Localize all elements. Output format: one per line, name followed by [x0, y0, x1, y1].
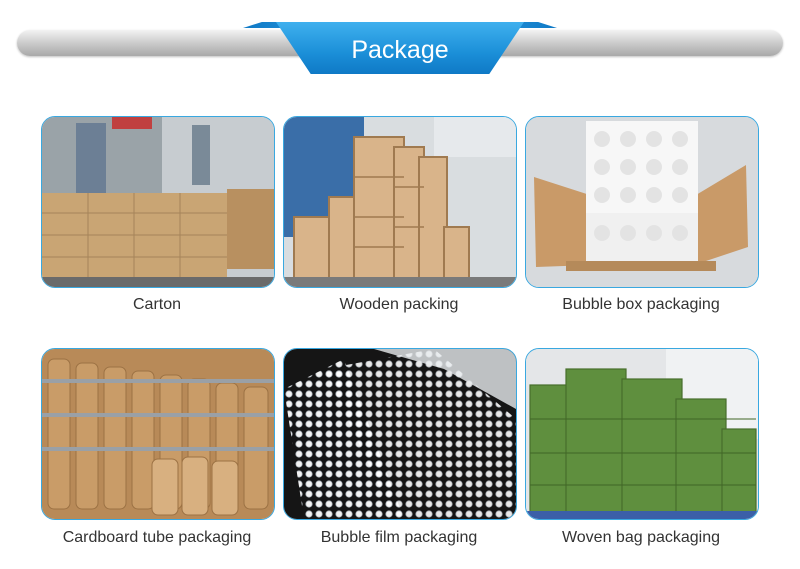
carton-image	[41, 116, 275, 288]
caption-wooden-packing: Wooden packing	[339, 296, 459, 313]
caption-bubble-box-packaging: Bubble box packaging	[562, 296, 720, 313]
caption-woven-bag-packaging: Woven bag packaging	[561, 529, 721, 546]
wooden-packing-image	[283, 116, 517, 288]
page-title: Package	[351, 36, 449, 64]
cardboard-tube-packaging-image	[41, 348, 275, 520]
caption-bubble-film-packaging: Bubble film packaging	[320, 529, 478, 546]
woven-bag-packaging-image	[525, 348, 759, 520]
bubble-box-packaging-image	[525, 116, 759, 288]
header-banner: Package	[0, 0, 800, 80]
caption-cardboard-tube-packaging: Cardboard tube packaging	[62, 529, 252, 546]
caption-carton: Carton	[132, 296, 182, 313]
title-tab	[276, 22, 524, 74]
bubble-film-packaging-image	[283, 348, 517, 520]
